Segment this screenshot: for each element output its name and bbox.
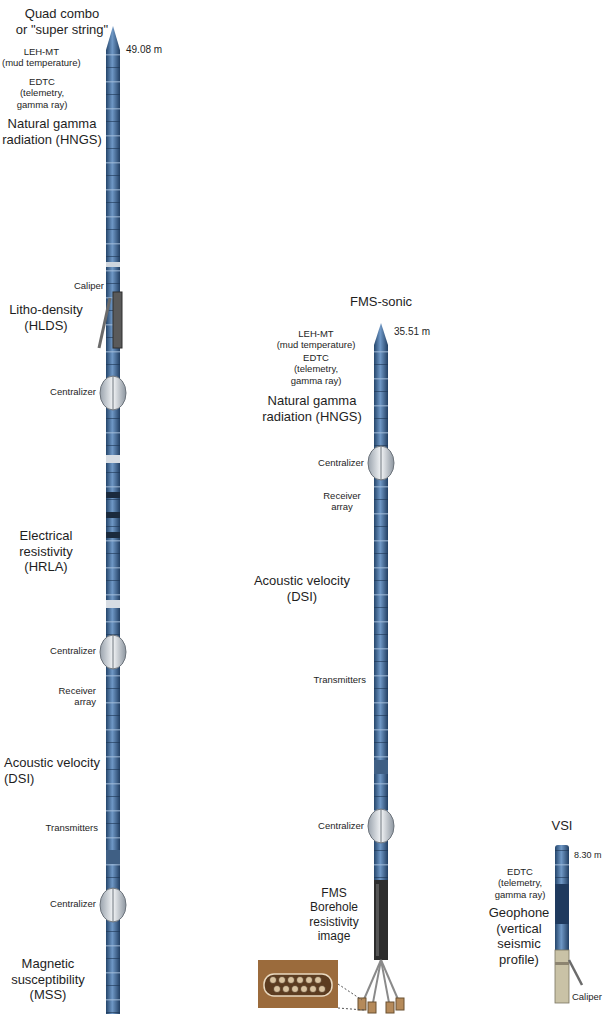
tool-label: EDTC (telemetry, gamma ray): [291, 352, 342, 386]
tool-label: Acoustic velocity (DSI): [4, 755, 100, 786]
tool-label: Centralizer: [50, 645, 96, 656]
tool-label: Centralizer: [50, 386, 96, 397]
tool-label: Magnetic susceptibility (MSS): [11, 956, 85, 1003]
string-title: Quad combo or "super string": [16, 6, 108, 37]
string-title: VSI: [552, 818, 573, 834]
tool-label: Transmitters: [46, 822, 98, 833]
tool-label: LEH-MT (mud temperature): [277, 328, 356, 351]
tool-label: LEH-MT (mud temperature): [2, 46, 81, 69]
tool-label: Electrical resistivity (HRLA): [19, 528, 72, 575]
tool-label: Centralizer: [318, 820, 364, 831]
tool-label: Transmitters: [314, 674, 366, 685]
tool-label: Caliper: [74, 280, 104, 291]
vsi-string: [555, 845, 582, 1003]
tool-label: Acoustic velocity (DSI): [254, 573, 350, 604]
quad-combo-string: [99, 26, 126, 1014]
tool-label: FMS Borehole resistivity image: [309, 886, 358, 944]
tool-label: 35.51 m: [394, 326, 430, 338]
tool-label: 8.30 m: [574, 850, 602, 861]
tool-label: Caliper: [572, 991, 602, 1002]
tool-label: Centralizer: [318, 457, 364, 468]
tool-label: 49.08 m: [126, 44, 162, 56]
tool-label: Receiver array: [59, 685, 97, 708]
tool-label: Centralizer: [50, 898, 96, 909]
tool-label: EDTC (telemetry, gamma ray): [495, 866, 546, 900]
tool-label: EDTC (telemetry, gamma ray): [17, 76, 68, 110]
string-title: FMS-sonic: [350, 294, 412, 310]
tool-label: Natural gamma radiation (HNGS): [2, 116, 102, 147]
tool-label: Litho-density (HLDS): [9, 302, 83, 333]
fms-sonic-string: [258, 323, 404, 1013]
tool-label: Receiver array: [323, 490, 361, 513]
tool-label: Geophone (vertical seismic profile): [489, 905, 550, 967]
tool-label: Natural gamma radiation (HNGS): [262, 393, 362, 424]
